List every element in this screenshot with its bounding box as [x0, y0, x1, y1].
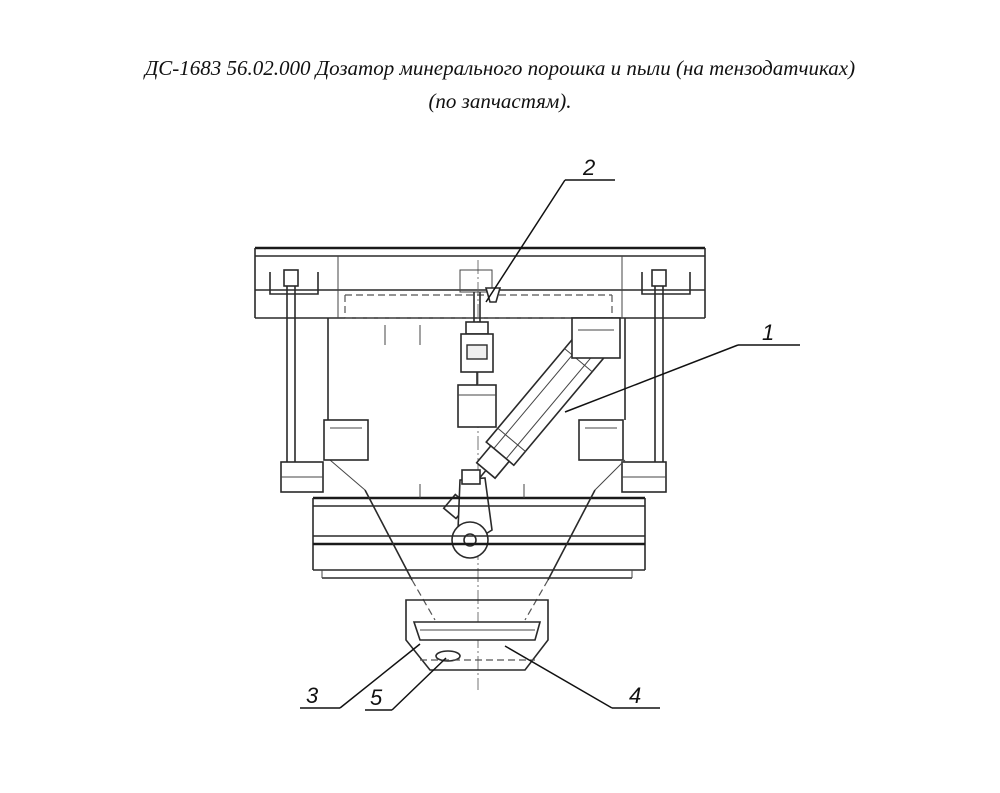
- gate-lever: [451, 469, 493, 559]
- left-suspension-rod: [269, 269, 324, 493]
- callout-4: 4: [504, 645, 660, 709]
- support-frame: [254, 246, 706, 319]
- discharge-gate: [405, 599, 549, 671]
- callout-3-label: 3: [306, 683, 319, 708]
- callout-3: 3: [300, 643, 421, 709]
- callout-5: 5: [365, 657, 447, 711]
- callout-5-label: 5: [370, 685, 383, 710]
- drawing-title: ДС-1683 56.02.000 Дозатор минерального п…: [40, 52, 960, 118]
- callout-1: 1: [564, 320, 800, 413]
- load-cell-left: [323, 419, 369, 461]
- title-line-1: ДС-1683 56.02.000 Дозатор минерального п…: [144, 56, 856, 80]
- right-suspension-rod: [621, 269, 691, 493]
- callout-4-label: 4: [629, 683, 641, 708]
- tension-sensor-assembly: [457, 269, 502, 428]
- title-line-2: (по запчастям).: [428, 89, 572, 113]
- upper-dashed-outline: [344, 294, 613, 319]
- callout-1-label: 1: [762, 320, 774, 345]
- callout-2-label: 2: [582, 155, 595, 180]
- load-cell-right: [578, 419, 624, 461]
- callout-2: 2: [485, 155, 615, 303]
